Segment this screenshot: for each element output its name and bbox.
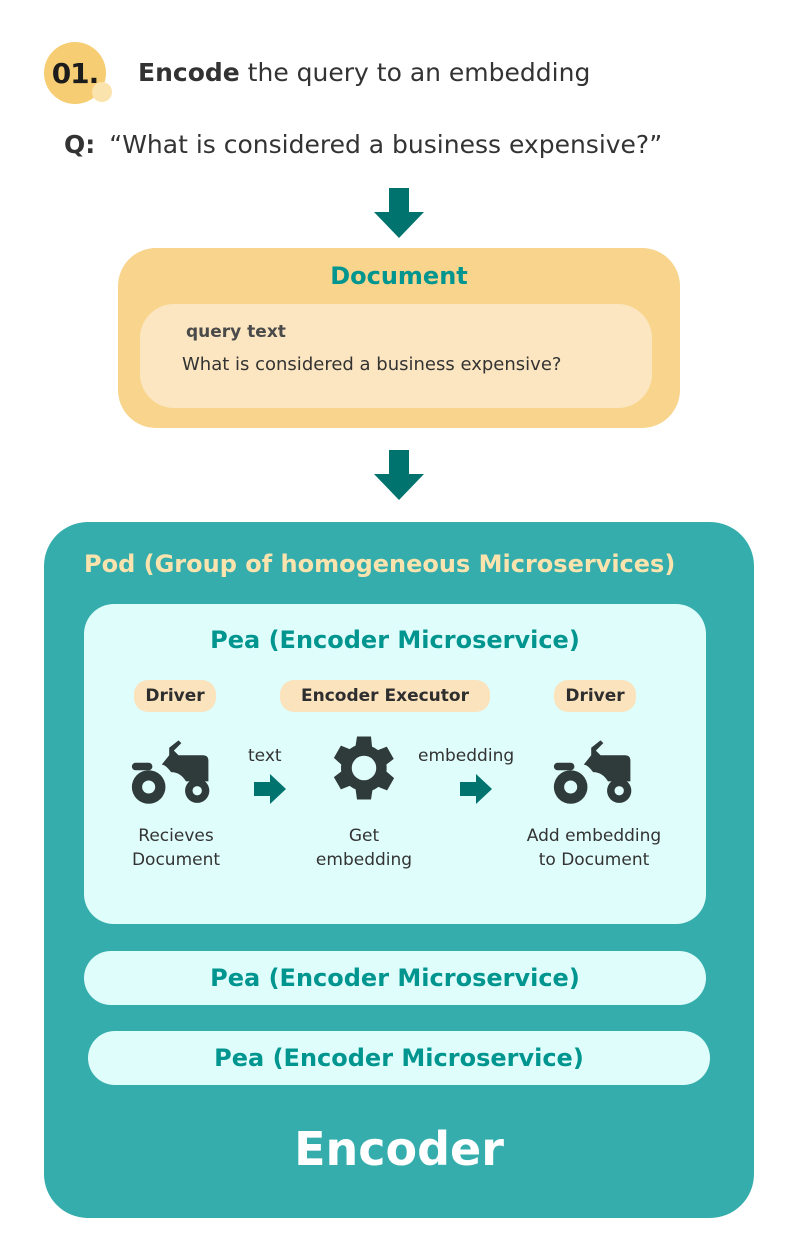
step-title-bold: Encode: [138, 58, 240, 87]
right-arrow-icon: [254, 774, 286, 804]
tractor-icon: [130, 740, 214, 806]
driver-label: Driver: [554, 680, 636, 712]
step-title: Encode the query to an embedding: [138, 58, 590, 87]
query-text-field: query text What is considered a business…: [140, 304, 652, 408]
flow-label-embedding: embedding: [418, 746, 515, 766]
badge-dot: [92, 82, 112, 102]
pea-collapsed: Pea (Encoder Microservice): [84, 951, 706, 1005]
pea-collapsed: Pea (Encoder Microservice): [88, 1031, 710, 1085]
document-box: Document query text What is considered a…: [118, 248, 680, 428]
pea-title: Pea (Encoder Microservice): [210, 964, 580, 992]
step-number: 01.: [51, 56, 100, 90]
field-label: query text: [186, 322, 286, 342]
gear-icon: [322, 726, 406, 810]
query-prefix: Q:: [64, 130, 96, 159]
field-value: What is considered a business expensive?: [182, 354, 562, 375]
pea-main: Pea (Encoder Microservice) Driver Encode…: [84, 604, 706, 924]
tractor-icon: [552, 740, 636, 806]
flow-label-text: text: [248, 746, 282, 766]
pod-box: Pod (Group of homogeneous Microservices)…: [44, 522, 754, 1218]
document-title: Document: [330, 262, 468, 290]
pod-title: Pod (Group of homogeneous Microservices): [84, 550, 676, 578]
step-title-rest: the query to an embedding: [239, 58, 591, 87]
down-arrow-icon: [374, 188, 424, 238]
driver-label: Driver: [134, 680, 216, 712]
pea-title: Pea (Encoder Microservice): [214, 1044, 584, 1072]
query-line: Q: “What is considered a business expensi…: [64, 130, 662, 159]
pea-title: Pea (Encoder Microservice): [210, 626, 580, 654]
right-arrow-icon: [460, 774, 492, 804]
step-number-badge: 01.: [44, 42, 106, 104]
down-arrow-icon: [374, 450, 424, 500]
query-text: “What is considered a business expensive…: [109, 130, 663, 159]
encoder-label: Encoder: [294, 1122, 504, 1176]
executor-label: Encoder Executor: [280, 680, 490, 712]
